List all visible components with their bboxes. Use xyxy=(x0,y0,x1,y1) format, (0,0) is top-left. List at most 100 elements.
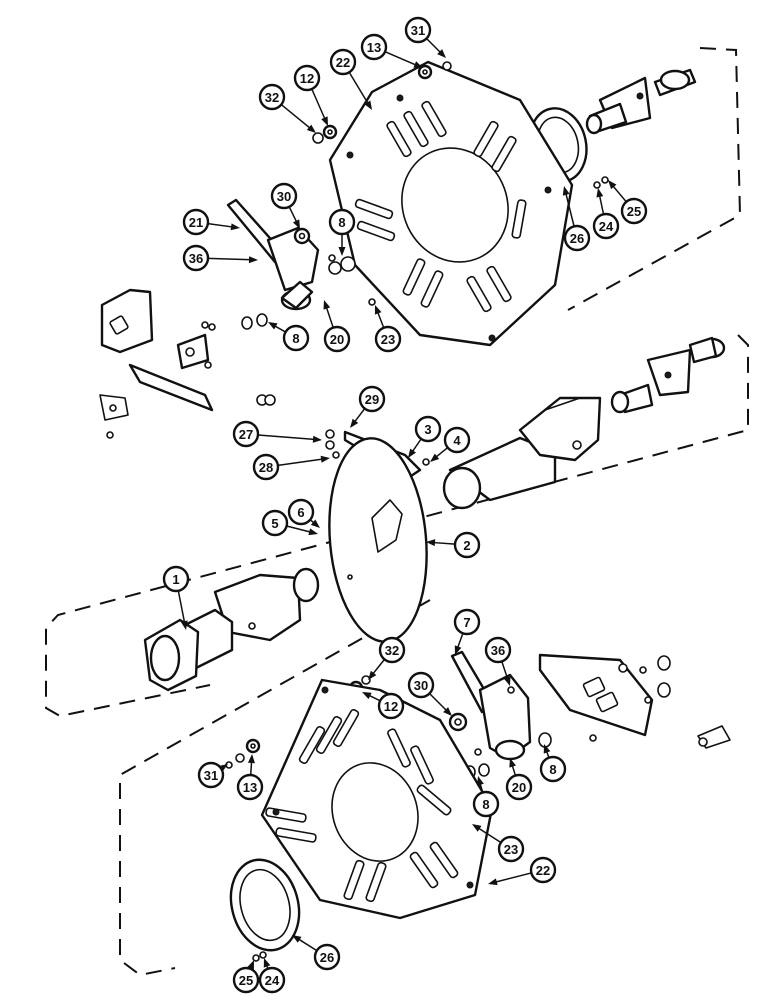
leader-line-22-bottom xyxy=(493,872,532,884)
middle-housing-left xyxy=(143,567,320,692)
callout-24-top: 24 xyxy=(592,212,620,240)
leader-arrowhead-6 xyxy=(310,519,320,528)
leader-arrowhead-27 xyxy=(312,435,322,443)
callout-1: 1 xyxy=(162,565,190,593)
callout-circle xyxy=(592,212,620,240)
callout-2: 2 xyxy=(453,531,481,559)
callout-circle xyxy=(328,208,356,236)
lower-guide-line xyxy=(119,599,431,977)
leader-arrowhead-8-top-b xyxy=(268,322,278,330)
leader-line-36-top xyxy=(207,257,253,261)
callout-number: 8 xyxy=(482,797,489,812)
leader-arrowhead-26-top xyxy=(562,186,570,196)
middle-housing-right xyxy=(442,396,602,510)
callout-circle xyxy=(484,636,512,664)
callout-number: 32 xyxy=(265,90,279,105)
callout-4: 4 xyxy=(443,426,471,454)
callout-25-top: 25 xyxy=(620,197,648,225)
callout-5: 5 xyxy=(261,509,289,537)
callout-number: 13 xyxy=(243,780,257,795)
callout-number: 25 xyxy=(239,973,253,988)
callout-circle xyxy=(358,385,386,413)
callout-circle xyxy=(258,966,286,994)
callout-circle xyxy=(261,509,289,537)
callout-circle xyxy=(377,692,405,720)
callout-circle xyxy=(453,608,481,636)
leader-arrowhead-13-top xyxy=(413,61,423,68)
callout-number: 7 xyxy=(463,615,470,630)
callout-number: 30 xyxy=(414,678,428,693)
leader-arrowhead-30-top xyxy=(292,219,300,229)
callout-circle xyxy=(505,773,533,801)
callout-circle xyxy=(232,420,260,448)
leader-arrowhead-8-bottom-a xyxy=(543,744,551,754)
callout-22-top: 22 xyxy=(329,48,357,76)
callout-circle xyxy=(197,761,225,789)
middle-guide-line xyxy=(45,334,749,718)
callout-number: 32 xyxy=(385,643,399,658)
callout-36-top: 36 xyxy=(182,244,210,272)
callout-6: 6 xyxy=(287,498,315,526)
callout-number: 27 xyxy=(239,427,253,442)
callout-number: 8 xyxy=(292,331,299,346)
upper-pivot-shaft xyxy=(585,68,697,135)
leader-arrowhead-20-bottom xyxy=(509,758,517,768)
callout-circle xyxy=(620,197,648,225)
leader-line-31-top xyxy=(425,37,443,55)
callout-13-bottom: 13 xyxy=(236,773,264,801)
leader-arrowhead-36-top xyxy=(248,256,258,264)
leader-arrowhead-22-bottom xyxy=(488,878,498,886)
callout-circle xyxy=(360,33,388,61)
callout-circle xyxy=(443,426,471,454)
callout-number: 20 xyxy=(330,332,344,347)
callout-circle xyxy=(236,773,264,801)
bracket-lower-right xyxy=(538,653,731,749)
leader-arrowhead-31-bottom xyxy=(218,764,228,772)
leader-arrowhead-20-top xyxy=(323,300,331,310)
callout-number: 30 xyxy=(277,189,291,204)
leader-lines xyxy=(177,37,627,970)
callout-circle xyxy=(182,208,210,236)
leader-arrowhead-5 xyxy=(308,528,318,536)
callout-number: 31 xyxy=(204,768,218,783)
leader-arrowhead-22-top xyxy=(364,100,372,110)
callout-31-top: 31 xyxy=(404,16,432,44)
callout-circle xyxy=(182,244,210,272)
callout-circle xyxy=(287,498,315,526)
leader-line-29 xyxy=(353,408,366,424)
callout-number: 12 xyxy=(384,699,398,714)
leader-arrowhead-30-bottom xyxy=(443,707,452,716)
callout-number: 26 xyxy=(320,950,334,965)
upper-hardware xyxy=(312,61,609,306)
callout-circle xyxy=(282,324,310,352)
callout-number: 5 xyxy=(271,516,278,531)
callout-number: 28 xyxy=(259,460,273,475)
callout-circle xyxy=(258,83,286,111)
leader-line-36-bottom xyxy=(501,661,509,681)
wear-disc xyxy=(328,437,428,643)
leader-line-2 xyxy=(431,541,456,545)
leader-line-20-top xyxy=(325,305,334,328)
callout-number: 12 xyxy=(300,71,314,86)
leader-arrowhead-4 xyxy=(430,453,440,462)
callout-20-top: 20 xyxy=(323,325,351,353)
leader-arrowhead-29 xyxy=(350,418,359,428)
callout-circle xyxy=(497,835,525,863)
callout-circle xyxy=(539,755,567,783)
callout-8-top-a: 8 xyxy=(328,208,356,236)
leader-arrowhead-31-top xyxy=(437,49,446,58)
callout-36-bottom: 36 xyxy=(484,636,512,664)
callout-number: 31 xyxy=(411,23,425,38)
callout-circle xyxy=(472,790,500,818)
callout-24-bottom: 24 xyxy=(258,966,286,994)
callout-number: 13 xyxy=(367,40,381,55)
callout-26-top: 26 xyxy=(563,224,591,252)
callout-number: 29 xyxy=(365,392,379,407)
callout-number: 22 xyxy=(336,55,350,70)
leader-arrowhead-26-bottom xyxy=(292,935,302,943)
callout-12-bottom: 12 xyxy=(377,692,405,720)
leader-line-27 xyxy=(257,434,317,441)
leader-line-24-top xyxy=(598,193,605,215)
callout-number: 1 xyxy=(172,572,179,587)
